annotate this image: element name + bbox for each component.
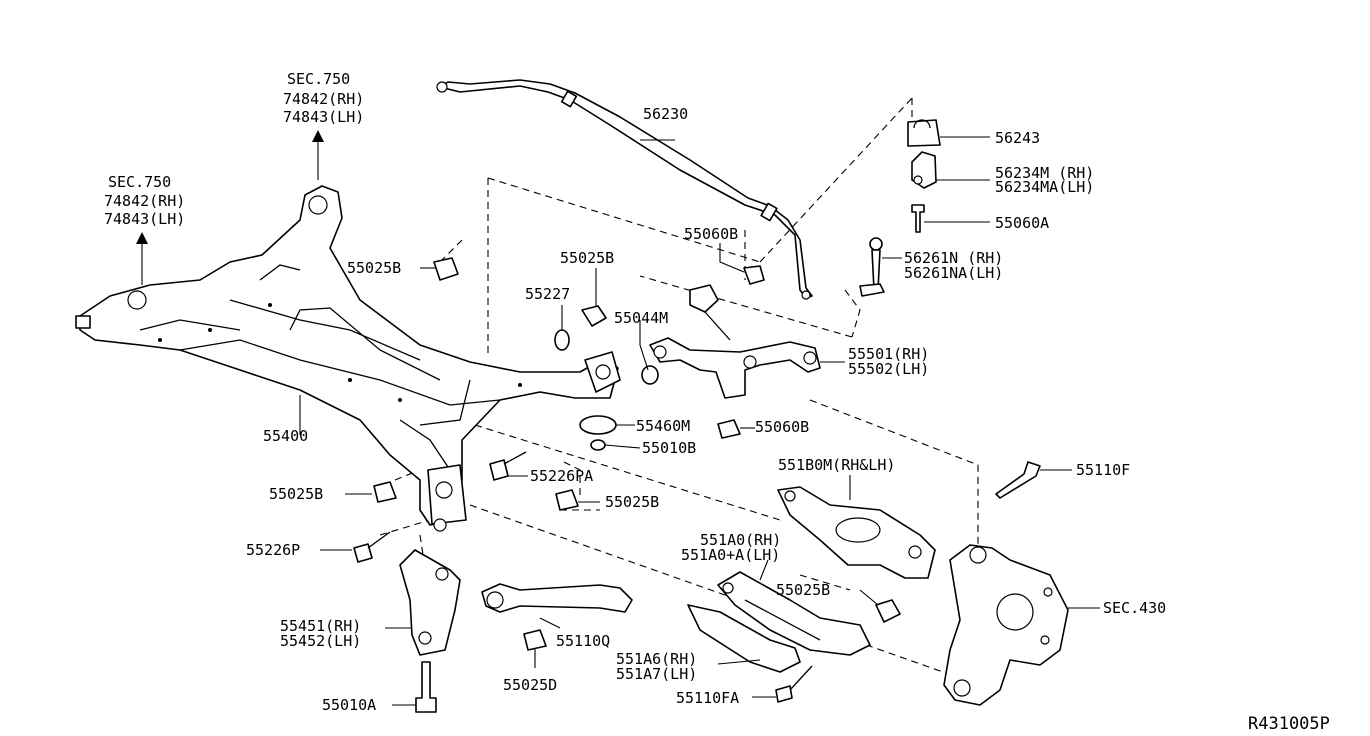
label-551b0m[interactable]: 551B0M(RH&LH) (778, 456, 895, 474)
bolt-55060a-part (911, 204, 925, 233)
sec750-arrows (136, 130, 324, 285)
label-sec750-top[interactable]: SEC.750 (287, 70, 350, 88)
drawing-code: R431005P (1248, 714, 1330, 734)
label-551a6[interactable]: 551A6(RH) (616, 650, 697, 668)
leader-lines (299, 136, 1100, 706)
nut-55060b-top-part (743, 265, 765, 285)
part-labels: SEC.750 74842(RH) 74843(LH) SEC.750 7484… (104, 70, 1330, 734)
rod-55110q (481, 583, 633, 613)
label-74842-left[interactable]: 74842(RH) (104, 192, 185, 210)
label-551a7[interactable]: 551A7(LH) (616, 665, 697, 683)
lower-link (777, 486, 936, 579)
label-55025b-mid[interactable]: 55025B (605, 493, 659, 511)
label-55460m[interactable]: 55460M (636, 417, 690, 435)
washer-55010b-part (590, 439, 606, 451)
label-55226p[interactable]: 55226P (246, 541, 300, 559)
nut-55025b-mid-part (555, 489, 579, 511)
upper-arm (649, 284, 821, 399)
label-56234ma[interactable]: 56234MA(LH) (995, 178, 1094, 196)
label-55025d[interactable]: 55025D (503, 676, 557, 694)
bolt-55110f-part (995, 461, 1041, 499)
nut-55025d-part (523, 629, 547, 651)
nut-55025b-arm-part (875, 599, 901, 623)
stabilizer-clamp (911, 151, 937, 189)
nut-55025b-top-left-part (433, 257, 459, 281)
label-55400[interactable]: 55400 (263, 427, 308, 445)
label-55451[interactable]: 55451(RH) (280, 617, 361, 635)
stabilizer-bar (436, 79, 813, 300)
label-55227[interactable]: 55227 (525, 285, 570, 303)
label-55226pa[interactable]: 55226PA (530, 467, 593, 485)
nut-55025b-left-part (373, 481, 397, 503)
label-56243[interactable]: 56243 (995, 129, 1040, 147)
bolt-55010a-part (415, 661, 437, 713)
washer-55044m-part (641, 365, 659, 385)
stabilizer-link (859, 237, 885, 297)
nut-55025b-top-mid-part (581, 305, 607, 327)
label-56261n[interactable]: 56261N (RH) (904, 249, 1003, 267)
label-55025b-left[interactable]: 55025B (269, 485, 323, 503)
bolt-55226p-part (353, 531, 391, 563)
label-55044m[interactable]: 55044M (614, 309, 668, 327)
label-55110f[interactable]: 55110F (1076, 461, 1130, 479)
label-55502[interactable]: 55502(LH) (848, 360, 929, 378)
label-sec430[interactable]: SEC.430 (1103, 599, 1166, 617)
knuckle (943, 544, 1069, 706)
label-74843-left[interactable]: 74843(LH) (104, 210, 185, 228)
stabilizer-bushing (907, 119, 941, 147)
label-56230[interactable]: 56230 (643, 105, 688, 123)
label-74842-top[interactable]: 74842(RH) (283, 90, 364, 108)
rear-subframe (75, 185, 621, 532)
label-55025b-arm[interactable]: 55025B (776, 581, 830, 599)
label-55010b[interactable]: 55010B (642, 439, 696, 457)
label-55010a[interactable]: 55010A (322, 696, 376, 714)
arm-cover (687, 604, 801, 673)
label-56234m[interactable]: 56234M (RH) (995, 164, 1094, 182)
label-55060a[interactable]: 55060A (995, 214, 1049, 232)
label-55060b-top[interactable]: 55060B (684, 225, 738, 243)
label-55025b-top-left[interactable]: 55025B (347, 259, 401, 277)
label-551a0[interactable]: 551A0(RH) (700, 531, 781, 549)
label-55452[interactable]: 55452(LH) (280, 632, 361, 650)
label-56261na[interactable]: 56261NA(LH) (904, 264, 1003, 282)
label-55060b-lower[interactable]: 55060B (755, 418, 809, 436)
label-551a0a[interactable]: 551A0+A(LH) (681, 546, 780, 564)
label-74843-top[interactable]: 74843(LH) (283, 108, 364, 126)
label-sec750-left[interactable]: SEC.750 (108, 173, 171, 191)
bolt-55110fa-part (775, 665, 813, 703)
label-55110fa[interactable]: 55110FA (676, 689, 739, 707)
lower-arm (717, 571, 871, 656)
washer-55227-part (554, 329, 570, 351)
assembly-dashed-lines (379, 97, 979, 679)
label-55501[interactable]: 55501(RH) (848, 345, 929, 363)
nut-55060b-lower-part (717, 419, 741, 439)
label-55025b-top-mid[interactable]: 55025B (560, 249, 614, 267)
stopper-55460m-part (579, 415, 617, 435)
bracket (399, 549, 461, 656)
label-55110q[interactable]: 55110Q (556, 632, 610, 650)
